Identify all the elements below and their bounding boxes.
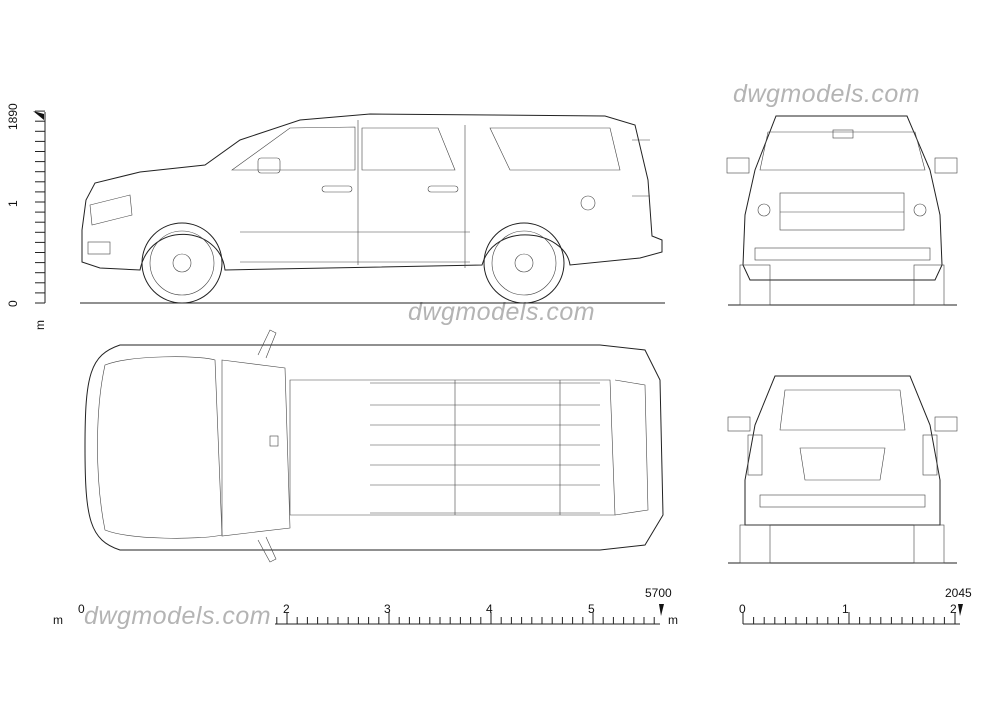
length-label-4: 4 — [486, 602, 493, 616]
length-label-3: 3 — [384, 602, 391, 616]
width-scale: 2045 0 1 2 — [739, 586, 972, 625]
height-label-1: 1 — [6, 200, 20, 207]
length-label-5: 5 — [588, 602, 595, 616]
width-max-marker — [958, 604, 963, 616]
length-max-marker — [659, 604, 664, 616]
height-max-marker — [33, 111, 44, 120]
length-unit-left: m — [53, 613, 63, 627]
watermark-top: dwgmodels.com — [733, 80, 921, 108]
height-unit: m — [33, 320, 47, 330]
front-view — [726, 115, 958, 306]
side-view — [80, 113, 665, 304]
height-label-0: 0 — [6, 300, 20, 307]
width-label-1: 1 — [842, 602, 849, 616]
top-view — [84, 329, 664, 563]
height-max-label: 1890 — [6, 103, 20, 130]
width-max-label: 2045 — [945, 586, 972, 600]
height-scale: 1890 1 0 m — [6, 103, 47, 330]
watermark-bottom: dwgmodels.com — [84, 602, 272, 630]
length-label-0: 0 — [78, 602, 85, 616]
front-wheel — [141, 222, 223, 304]
rear-view — [727, 375, 958, 564]
length-max-label: 5700 — [645, 586, 672, 600]
length-unit-right: m — [668, 613, 678, 627]
length-scale: 5700 0 2 3 4 5 m m — [53, 586, 678, 627]
rear-wheel — [483, 222, 565, 304]
length-label-2: 2 — [283, 602, 290, 616]
width-label-2: 2 — [950, 602, 957, 616]
width-label-0: 0 — [739, 602, 746, 616]
